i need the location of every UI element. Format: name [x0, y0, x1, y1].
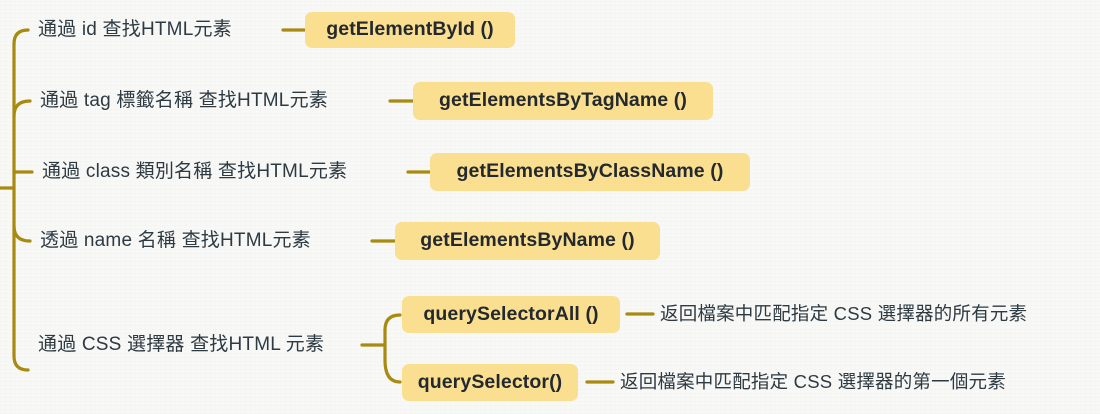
method-chip-getElementById[interactable]: getElementById () — [305, 12, 515, 48]
branch-label-by-tag[interactable]: 通過 tag 標籤名稱 查找HTML元素 — [40, 90, 328, 111]
main-bracket-top-curve — [12, 28, 30, 46]
branch-label-by-id[interactable]: 通過 id 查找HTML元素 — [38, 19, 232, 40]
description-querySelector: 返回檔案中匹配指定 CSS 選擇器的第一個元素 — [620, 371, 1006, 392]
branch-label-by-css[interactable]: 通過 CSS 選擇器 查找HTML 元素 — [38, 334, 325, 355]
branch-label-by-class[interactable]: 通過 class 類別名稱 查找HTML元素 — [42, 161, 348, 182]
method-chip-getElementsByClassName[interactable]: getElementsByClassName () — [430, 153, 750, 191]
method-chip-querySelector[interactable]: querySelector() — [402, 364, 578, 401]
css-bracket-bottom-curve — [383, 358, 402, 384]
css-bracket-top-curve — [383, 313, 402, 332]
method-chip-querySelectorAll[interactable]: querySelectorAll () — [402, 296, 620, 333]
main-bracket-bottom-curve — [12, 354, 30, 372]
branch-tick-4 — [12, 224, 32, 243]
branch-label-by-name[interactable]: 透過 name 名稱 查找HTML元素 — [40, 230, 311, 251]
method-chip-getElementsByTagName[interactable]: getElementsByTagName () — [413, 82, 713, 120]
description-querySelectorAll: 返回檔案中匹配指定 CSS 選擇器的所有元素 — [660, 303, 1028, 324]
method-chip-getElementsByName[interactable]: getElementsByName () — [395, 222, 660, 260]
branch-tick-2 — [12, 99, 32, 118]
